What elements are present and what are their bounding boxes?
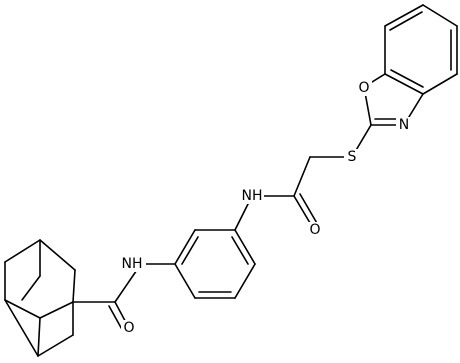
bond: [384, 73, 424, 95]
atom-label-s: S: [348, 149, 357, 165]
atom-n-oxazole: N: [396, 117, 412, 133]
atom-label-nh: NH: [242, 188, 263, 204]
atom-nh-upper: NH: [240, 188, 264, 204]
bond: [384, 4, 424, 27]
bond: [174, 263, 196, 299]
bond: [39, 301, 74, 319]
bond: [39, 239, 76, 271]
bond: [293, 156, 311, 197]
bond: [37, 334, 74, 357]
bond: [4, 299, 39, 357]
bond: [299, 193, 319, 226]
atom-label-n: N: [399, 117, 409, 133]
atom-o-lower-carbonyl: O: [121, 320, 137, 336]
bond: [72, 269, 76, 303]
bond: [37, 317, 41, 357]
bond: [389, 11, 423, 31]
atom-nh-lower: NH: [118, 256, 146, 272]
bond: [4, 239, 41, 263]
bond: [422, 73, 458, 95]
bond: [234, 229, 256, 265]
atom-o-oxazole: O: [356, 80, 372, 96]
atom-label-o: O: [123, 320, 134, 336]
bond: [174, 229, 196, 265]
atom-label-o: O: [358, 80, 369, 96]
bond: [231, 236, 249, 265]
bond: [4, 299, 41, 319]
bonds: [4, 4, 458, 357]
atom-o-upper-carbonyl: O: [307, 222, 323, 238]
atom-s-thioether: S: [344, 149, 360, 165]
bond: [21, 275, 41, 301]
bond: [422, 4, 458, 27]
atom-label-o: O: [309, 222, 320, 238]
bond: [234, 263, 256, 299]
bond: [181, 236, 199, 265]
atom-labels: O N S NH O NH O: [118, 80, 412, 336]
bond: [390, 69, 424, 88]
atom-label-nh: NH: [122, 256, 143, 272]
